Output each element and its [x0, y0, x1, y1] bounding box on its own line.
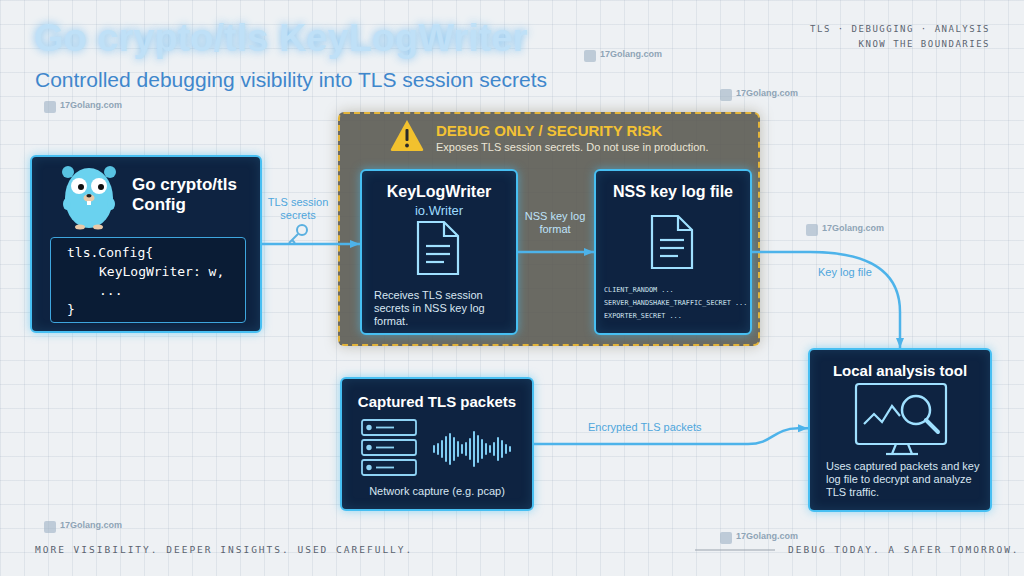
- writer-box: KeyLogWriter io.WriterReceives TLS sessio…: [360, 169, 518, 335]
- monitor-icon: [856, 384, 946, 454]
- footer-slogan: DEBUG TODAY. A SAFER TOMORROW.: [788, 544, 1020, 555]
- code-line: tls.Config{: [67, 245, 153, 261]
- warning-note: Exposes TLS session secrets. Do not use …: [436, 141, 756, 154]
- capture-box: Captured TLS packetsNetwork capture (e.g…: [340, 377, 534, 511]
- node-heading: Go crypto/tls Config: [132, 175, 257, 216]
- key-icon: [289, 225, 307, 243]
- tagline: KNOW THE BOUNDARIES: [859, 39, 990, 50]
- code-line: KeyLogWriter: w,: [99, 264, 224, 280]
- config-box: Go crypto/tls Config tls.Config{ KeyLogWri…: [30, 155, 262, 333]
- tagline: TLS · DEBUGGING · ANALYSIS: [810, 24, 990, 35]
- node-heading: NSS key log file: [596, 182, 750, 201]
- subtitle: Controlled debugging visibility into TLS…: [35, 67, 547, 92]
- node-description: Network capture (e.g. pcap): [342, 485, 532, 498]
- warning-heading: DEBUG ONLY / SECURITY RISK: [436, 122, 746, 140]
- log-line: EXPORTER_SECRET ...: [604, 312, 682, 320]
- edge-label: TLS session secrets: [262, 196, 334, 222]
- page-title: Go crypto/tls KeyLogWriter: [34, 16, 527, 62]
- document-icon: [418, 222, 458, 274]
- document-icon: [652, 216, 692, 268]
- log-line: CLIENT_RANDOM ...: [604, 286, 674, 294]
- edge-label: Encrypted TLS packets: [588, 421, 702, 434]
- waveform-icon: [434, 432, 510, 466]
- node-heading: Captured TLS packets: [342, 393, 532, 411]
- tool-box: Local analysis toolUses captured packets…: [808, 348, 992, 512]
- watermark: 17Golang.com: [600, 49, 662, 60]
- warning-icon: [391, 120, 424, 151]
- node-description: Receives TLS session secrets in NSS key …: [374, 289, 510, 329]
- log-line: SERVER_HANDSHAKE_TRAFFIC_SECRET ...: [604, 299, 747, 307]
- file-box: NSS key log fileCLIENT_RANDOM ... SERVER_…: [594, 169, 752, 335]
- watermark-logos: [44, 50, 818, 544]
- type-name: io.Writer: [362, 203, 516, 219]
- code-line: }: [67, 302, 75, 318]
- watermark: 17Golang.com: [736, 88, 798, 99]
- flow-arrow: [752, 252, 900, 348]
- code-line: ...: [99, 283, 122, 299]
- watermark: 17Golang.com: [60, 100, 122, 111]
- server-icon: [362, 420, 416, 475]
- code-box: tls.Config{ KeyLogWriter: w,...}: [50, 237, 246, 323]
- flow-arrow: [262, 243, 360, 246]
- divider-line: [695, 550, 775, 551]
- watermark: 17Golang.com: [822, 223, 884, 234]
- node-heading: KeyLogWriter: [362, 182, 516, 201]
- edge-label: NSS key log format: [520, 210, 590, 236]
- footer-slogan: MORE VISIBILITY. DEEPER INSIGHTS. USED C…: [35, 544, 413, 555]
- edge-label: Key log file: [818, 266, 872, 279]
- watermark: 17Golang.com: [736, 531, 798, 542]
- gopher-mascot: [62, 166, 116, 230]
- flow-arrow: [518, 251, 594, 254]
- node-heading: Local analysis tool: [810, 362, 990, 380]
- node-description: Uses captured packets and key log file t…: [826, 460, 980, 500]
- watermark: 17Golang.com: [60, 520, 122, 531]
